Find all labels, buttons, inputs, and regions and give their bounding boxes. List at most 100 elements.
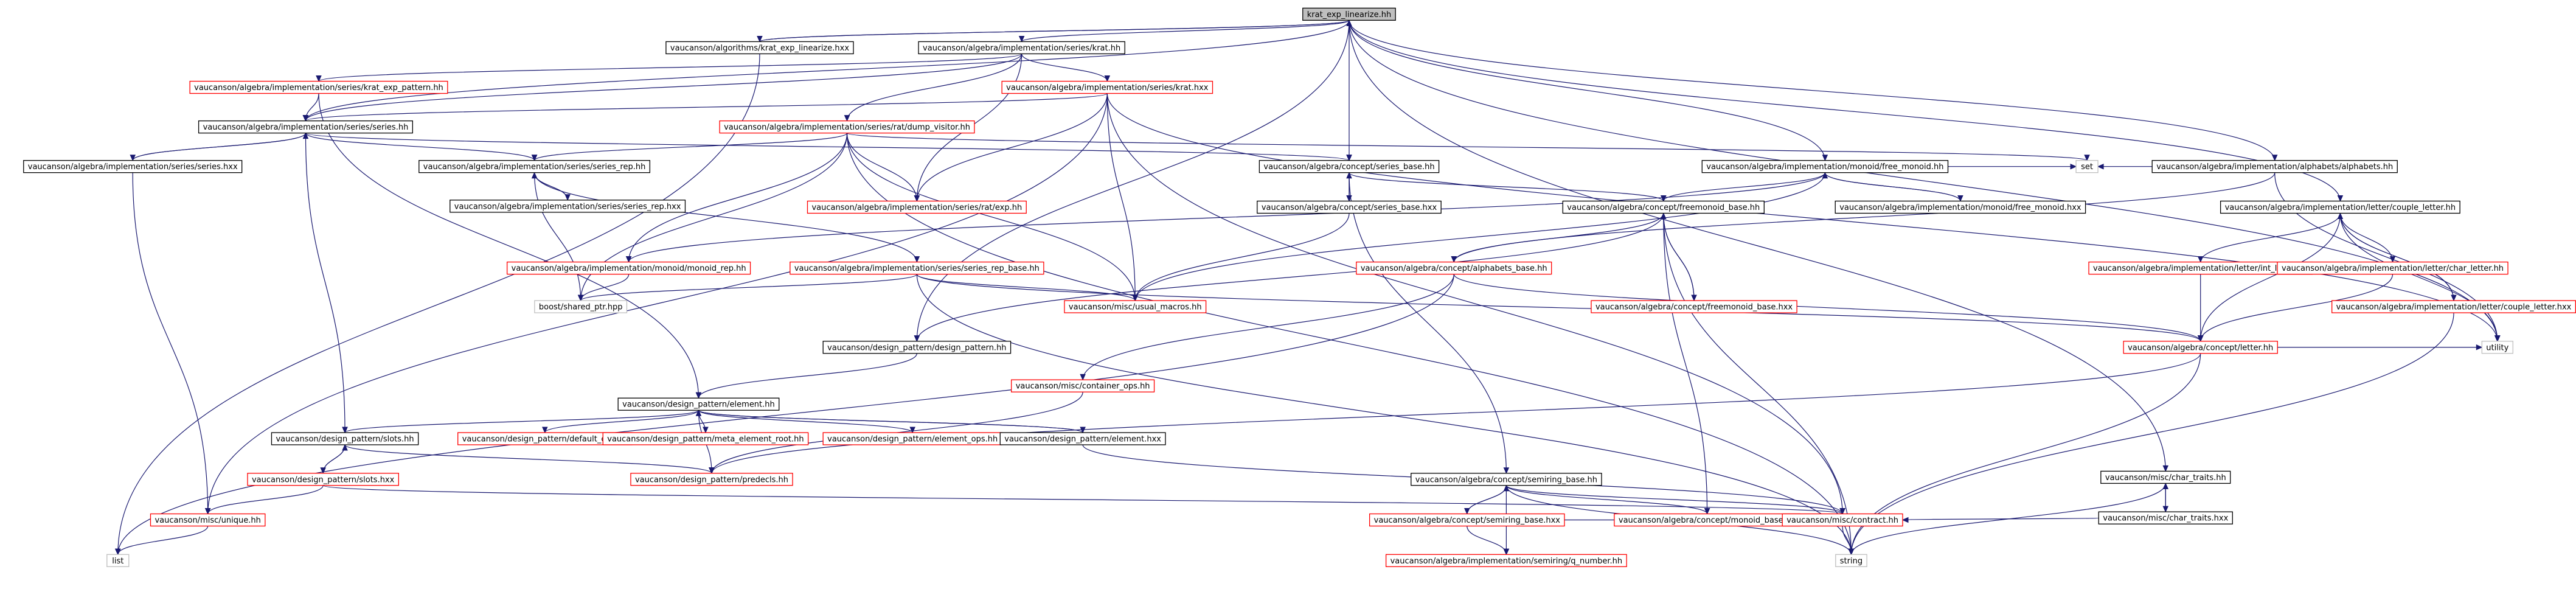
arrowhead-series_hh-to-concept_series_base_hh (1346, 155, 1352, 161)
edge-element_hxx-to-element_hh (698, 410, 1083, 433)
arrowhead-root-to-char_traits_hh (2162, 465, 2169, 472)
node-label-monoid_rep_hh: vaucanson/algebra/implementation/monoid/… (512, 264, 746, 273)
edge-alphabets_base_hh-to-container_ops_hh (1082, 274, 1454, 380)
node-krat_hxx[interactable]: vaucanson/algebra/implementation/series/… (1001, 80, 1213, 94)
arrowhead-series_hxx-to-series_hh (302, 132, 309, 139)
node-unique_hh[interactable]: vaucanson/misc/unique.hh (150, 513, 266, 527)
edge-element_hh-to-slots_hh (344, 410, 700, 433)
node-q_number_hh[interactable]: vaucanson/algebra/implementation/semirin… (1385, 554, 1627, 567)
node-label-default_ops_hh: vaucanson/design_pattern/default_ops.hh (462, 434, 628, 444)
node-concept_series_base_hxx[interactable]: vaucanson/algebra/concept/series_base.hx… (1257, 200, 1442, 214)
node-label-series_rep_hxx: vaucanson/algebra/implementation/series/… (454, 202, 681, 211)
node-couple_letter_hh[interactable]: vaucanson/algebra/implementation/letter/… (2220, 200, 2460, 214)
node-box-freemonoid_base_hxx (1591, 300, 1797, 313)
node-series_hh[interactable]: vaucanson/algebra/implementation/series/… (198, 120, 413, 134)
node-label-concept_series_base_hxx: vaucanson/algebra/concept/series_base.hx… (1262, 203, 1437, 212)
node-series_krat_hh[interactable]: vaucanson/algebra/implementation/series/… (918, 41, 1125, 55)
edge-krat_hxx-to-rat_exp_hh (916, 93, 1108, 201)
node-char_traits_hh[interactable]: vaucanson/misc/char_traits.hh (2100, 470, 2231, 484)
arrowhead-series_rep_base_hh-to-shared_ptr (577, 294, 584, 302)
edge-slots_hxx-to-contract_hh (322, 485, 1843, 515)
node-char_traits_hxx[interactable]: vaucanson/misc/char_traits.hxx (2098, 511, 2233, 525)
node-box-slots_hxx (247, 473, 399, 486)
node-monoid_rep_hh[interactable]: vaucanson/algebra/implementation/monoid/… (507, 261, 751, 275)
node-label-container_ops_hh: vaucanson/misc/container_ops.hh (1016, 382, 1150, 391)
node-box-root (1302, 7, 1396, 21)
node-contract_hh[interactable]: vaucanson/misc/contract.hh (1782, 513, 1903, 527)
node-container_ops_hh[interactable]: vaucanson/misc/container_ops.hh (1011, 379, 1155, 392)
arrowhead-root-to-alg_krat_exp_lin_hxx (757, 35, 763, 43)
arrowhead-unique_hh-to-list (115, 548, 121, 556)
node-box-contract_hh (1782, 513, 1903, 527)
node-box-krat_hxx (1001, 80, 1213, 94)
edge-free_monoid_hh-to-freemonoid_base_hh (1663, 172, 1825, 201)
node-semiring_base_hh[interactable]: vaucanson/algebra/concept/semiring_base.… (1411, 473, 1602, 486)
node-design_pattern_hh[interactable]: vaucanson/design_pattern/design_pattern.… (822, 341, 1012, 354)
node-series_hxx[interactable]: vaucanson/algebra/implementation/series/… (23, 160, 243, 173)
node-series_rep_base_hh[interactable]: vaucanson/algebra/implementation/series/… (790, 261, 1044, 275)
arrowhead-couple_letter_hh-to-char_letter_hh (2389, 256, 2396, 263)
edge-series_hh-to-concept_series_base_hh (305, 133, 1350, 161)
node-krat_exp_pattern_hh[interactable]: vaucanson/algebra/implementation/series/… (189, 80, 448, 94)
node-box-set (2075, 160, 2099, 173)
node-label-concept_series_base_hh: vaucanson/algebra/concept/series_base.hh (1263, 162, 1434, 172)
arrowhead-alg_krat_exp_lin_hxx-to-root (1346, 19, 1352, 26)
node-box-dump_visitor_hh (719, 120, 975, 134)
edge-series_krat_hh-to-dump_visitor_hh (846, 54, 1022, 121)
node-semiring_base_hxx[interactable]: vaucanson/algebra/concept/semiring_base.… (1369, 513, 1565, 527)
arrowhead-element_hh-to-meta_element_root_hh (703, 427, 709, 434)
node-box-usual_macros (1064, 300, 1207, 313)
node-slots_hh[interactable]: vaucanson/design_pattern/slots.hh (271, 432, 419, 445)
node-box-series_rep_hh (418, 160, 651, 173)
node-utility: utility (2481, 341, 2513, 354)
node-element_ops_hh[interactable]: vaucanson/design_pattern/element_ops.hh (822, 432, 1002, 445)
node-dump_visitor_hh[interactable]: vaucanson/algebra/implementation/series/… (719, 120, 975, 134)
node-default_ops_hh[interactable]: vaucanson/design_pattern/default_ops.hh (457, 432, 633, 445)
edge-free_monoid_hxx-to-free_monoid_hh (1824, 172, 1961, 201)
edge-series_rep_hh-to-series_rep_base_hh (533, 172, 917, 262)
node-concept_letter_hh[interactable]: vaucanson/algebra/concept/letter.hh (2123, 341, 2278, 354)
node-char_letter_hh[interactable]: vaucanson/algebra/implementation/letter/… (2277, 261, 2508, 275)
edge-concept_series_base_hxx-to-usual_macros (1134, 213, 1350, 301)
edge-dump_visitor_hh-to-series_rep_hh (533, 133, 848, 161)
node-concept_series_base_hh[interactable]: vaucanson/algebra/concept/series_base.hh (1258, 160, 1440, 173)
node-series_rep_hxx[interactable]: vaucanson/algebra/implementation/series/… (450, 200, 686, 213)
node-rat_exp_hh[interactable]: vaucanson/algebra/implementation/series/… (807, 200, 1027, 214)
node-box-char_traits_hxx (2098, 511, 2233, 525)
edge-couple_letter_hh-to-char_letter_hh (2339, 213, 2394, 262)
node-monoid_base_hh[interactable]: vaucanson/algebra/concept/monoid_base.hh (1614, 513, 1800, 527)
node-label-krat_exp_pattern_hh: vaucanson/algebra/implementation/series/… (194, 83, 443, 92)
node-alphabets_hh[interactable]: vaucanson/algebra/implementation/alphabe… (2151, 160, 2398, 173)
node-element_hxx[interactable]: vaucanson/design_pattern/element.hxx (999, 432, 1166, 445)
node-label-int_letter_hh: vaucanson/algebra/implementation/letter/… (2093, 264, 2308, 273)
arrowhead-element_hh-to-slots_hh (342, 427, 348, 434)
node-box-design_pattern_hh (822, 341, 1012, 354)
node-predecls_hh[interactable]: vaucanson/design_pattern/predecls.hh (630, 473, 793, 486)
node-label-alg_krat_exp_lin_hxx: vaucanson/algorithms/krat_exp_linearize.… (670, 44, 849, 53)
node-slots_hxx[interactable]: vaucanson/design_pattern/slots.hxx (247, 473, 399, 486)
node-series_rep_hh[interactable]: vaucanson/algebra/implementation/series/… (418, 160, 651, 173)
node-alg_krat_exp_lin_hxx[interactable]: vaucanson/algorithms/krat_exp_linearize.… (665, 41, 854, 55)
node-element_hh[interactable]: vaucanson/design_pattern/element.hh (617, 397, 780, 411)
arrowhead-slots_hxx-to-unique_hh (204, 508, 211, 515)
node-usual_macros[interactable]: vaucanson/misc/usual_macros.hh (1064, 300, 1207, 313)
edge-freemonoid_base_hh-to-string (1663, 213, 1852, 555)
node-free_monoid_hxx[interactable]: vaucanson/algebra/implementation/monoid/… (1835, 200, 2086, 214)
edge-couple_letter_hh-to-int_letter_hh (2200, 213, 2341, 262)
arrowhead-semiring_base_hxx-to-semiring_base_hh (1503, 484, 1510, 492)
node-box-alphabets_hh (2151, 160, 2398, 173)
node-couple_letter_hxx[interactable]: vaucanson/algebra/implementation/letter/… (2331, 300, 2576, 313)
node-freemonoid_base_hxx[interactable]: vaucanson/algebra/concept/freemonoid_bas… (1591, 300, 1797, 313)
node-string: string (1835, 554, 1867, 567)
arrowhead-element_hh-to-element_hxx (1080, 427, 1086, 434)
node-freemonoid_base_hh[interactable]: vaucanson/algebra/concept/freemonoid_bas… (1562, 200, 1765, 214)
node-meta_element_root_hh[interactable]: vaucanson/design_pattern/meta_element_ro… (602, 432, 809, 445)
node-label-series_rep_hh: vaucanson/algebra/implementation/series/… (423, 162, 646, 172)
edge-krat_hxx-to-unique_hh (207, 93, 1108, 514)
edge-dump_visitor_hh-to-rat_exp_hh (846, 133, 917, 201)
node-box-q_number_hh (1385, 554, 1627, 567)
node-free_monoid_hh[interactable]: vaucanson/algebra/implementation/monoid/… (1701, 160, 1949, 173)
node-alphabets_base_hh[interactable]: vaucanson/algebra/concept/alphabets_base… (1356, 261, 1552, 275)
edge-freemonoid_base_hh-to-design_pattern_hh (916, 213, 1664, 341)
node-box-shared_ptr (534, 300, 628, 313)
